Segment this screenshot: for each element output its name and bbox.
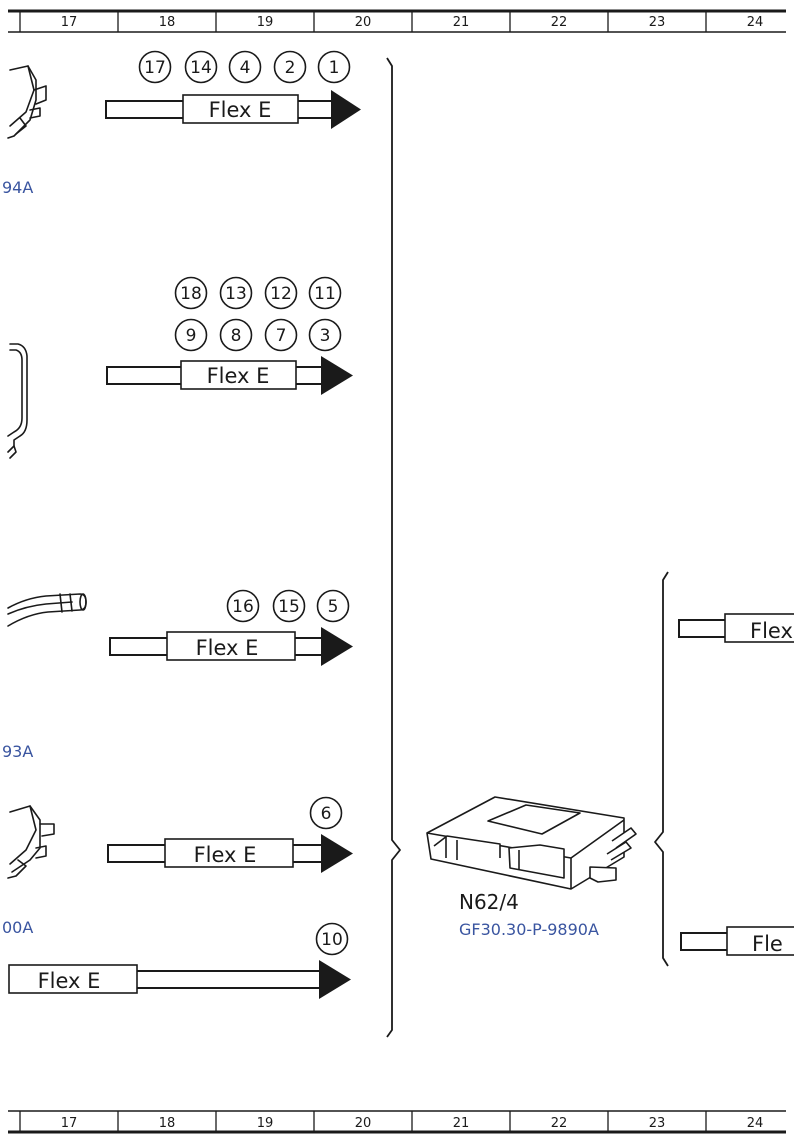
pin-circle <box>317 50 351 84</box>
pin-number: 6 <box>321 804 332 824</box>
pin-number: 1 <box>329 58 340 78</box>
pin-number: 15 <box>278 597 300 617</box>
flex-label: Flex E <box>209 98 272 122</box>
harness-line <box>135 970 325 989</box>
arrowhead-icon <box>319 960 351 999</box>
connector-3: 16 15 5 Flex E <box>109 589 353 666</box>
pin-circle <box>174 276 208 310</box>
arrowhead-icon <box>321 627 353 666</box>
pin-number: 9 <box>186 326 197 346</box>
top-grid-ruler: 17 18 19 20 21 22 23 24 <box>8 9 786 33</box>
grid-label-bottom: 18 <box>159 1116 176 1131</box>
ref-label: 94A <box>2 178 33 197</box>
grid-label-top: 24 <box>747 15 764 30</box>
flex-label: Flex E <box>38 969 101 993</box>
right-brace <box>654 571 669 967</box>
pin-circle <box>308 276 342 310</box>
partial-component-upper-mid <box>7 343 28 459</box>
module-name: N62/4 <box>459 890 519 914</box>
grid-label-top: 17 <box>61 15 78 30</box>
grid-label-top: 21 <box>453 15 470 30</box>
pin-circle <box>309 796 343 830</box>
ref-label: 00A <box>2 918 33 937</box>
right-connector-upper: Flex <box>678 613 794 643</box>
pin-number: 18 <box>180 284 202 304</box>
pin-number: 11 <box>314 284 336 304</box>
partial-component-top <box>7 65 47 139</box>
pin-number: 3 <box>320 326 331 346</box>
flex-label: Fle <box>752 932 783 956</box>
flex-label-box <box>164 838 294 868</box>
pin-circle <box>219 318 253 352</box>
pin-number: 12 <box>270 284 292 304</box>
grid-label-bottom: 20 <box>355 1116 372 1131</box>
ref-label: 93A <box>2 742 33 761</box>
grid-label-bottom: 22 <box>551 1116 568 1131</box>
partial-component-lower-mid <box>7 593 87 627</box>
arrowhead-icon <box>331 90 361 129</box>
grid-label-bottom: 17 <box>61 1116 78 1131</box>
pin-circle <box>219 276 253 310</box>
pin-number: 4 <box>240 58 251 78</box>
pin-number: 8 <box>231 326 242 346</box>
grid-label-bottom: 24 <box>747 1116 764 1131</box>
flex-label: Flex E <box>194 843 257 867</box>
grid-label-bottom: 19 <box>257 1116 274 1131</box>
grid-label-top: 23 <box>649 15 666 30</box>
pin-circle <box>184 50 218 84</box>
pin-circle <box>264 276 298 310</box>
connector-4: 6 Flex E <box>107 796 353 873</box>
flex-label: Flex E <box>196 636 259 660</box>
pin-number: 10 <box>321 930 343 950</box>
bottom-grid-ruler: 17 18 19 20 21 22 23 24 <box>8 1110 786 1134</box>
grid-label-bottom: 21 <box>453 1116 470 1131</box>
flex-label-box <box>726 926 794 956</box>
pin-circle <box>226 589 260 623</box>
pin-circle <box>174 318 208 352</box>
pin-number: 7 <box>276 326 287 346</box>
grid-label-top: 22 <box>551 15 568 30</box>
pin-number: 16 <box>232 597 254 617</box>
grid-label-top: 19 <box>257 15 274 30</box>
partial-component-bottom <box>7 805 55 879</box>
arrowhead-icon <box>321 356 353 395</box>
pin-circle <box>315 922 349 956</box>
pin-circle <box>316 589 350 623</box>
module-reference: GF30.30-P-9890A <box>459 920 599 939</box>
pin-number: 13 <box>225 284 247 304</box>
right-connector-lower: Fle <box>680 926 794 956</box>
pin-circle <box>264 318 298 352</box>
grid-label-bottom: 23 <box>649 1116 666 1131</box>
connector-5: 10 Flex E <box>8 922 351 999</box>
connector-1: 17 14 4 2 1 Flex E <box>105 50 361 129</box>
connector-2: 18 13 12 11 9 8 7 3 Flex E <box>106 276 353 395</box>
pin-circle <box>308 318 342 352</box>
arrowhead-icon <box>321 834 353 873</box>
left-brace <box>386 57 401 1038</box>
pin-circle <box>138 50 172 84</box>
pin-number: 14 <box>190 58 212 78</box>
flex-label: Flex E <box>207 364 270 388</box>
control-module <box>426 796 637 890</box>
flex-label-box <box>182 94 299 124</box>
pin-number: 17 <box>144 58 166 78</box>
flex-label-box <box>8 964 138 994</box>
pin-number: 5 <box>328 597 339 617</box>
pin-number: 2 <box>285 58 296 78</box>
flex-label: Flex <box>750 619 793 643</box>
flex-label-box <box>166 631 296 661</box>
pin-circle <box>273 50 307 84</box>
grid-label-top: 20 <box>355 15 372 30</box>
flex-label-box <box>180 360 297 390</box>
pin-circle <box>228 50 262 84</box>
pin-circle <box>272 589 306 623</box>
flex-label-box <box>724 613 794 643</box>
grid-label-top: 18 <box>159 15 176 30</box>
